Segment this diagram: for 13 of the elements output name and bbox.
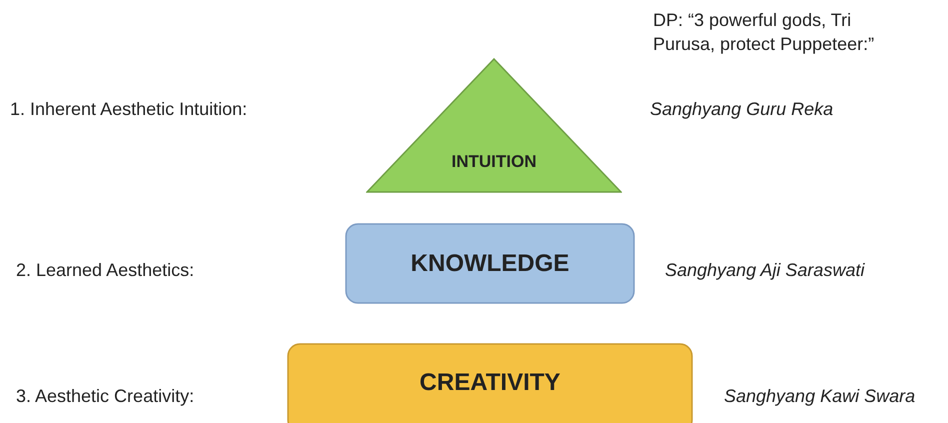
layer-title: KNOWLEDGE xyxy=(410,250,570,278)
layer-title: CREATIVITY xyxy=(420,369,560,397)
level-label: 3. Aesthetic Creativity: xyxy=(16,385,194,408)
deity-name: Sanghyang Kawi Swara xyxy=(724,385,916,408)
layer-title: INTUITION xyxy=(452,152,536,172)
rounded-layer-box xyxy=(287,343,693,423)
rounded-layer-box xyxy=(345,223,635,304)
level-label: 2. Learned Aesthetics: xyxy=(16,259,194,282)
note-text: DP: “3 powerful gods, Tri Purusa, protect Puppeteer:” xyxy=(653,9,876,56)
deity-name: Sanghyang Guru Reka xyxy=(650,98,834,121)
level-label: 1. Inherent Aesthetic Intuition: xyxy=(10,98,248,121)
deity-name: Sanghyang Aji Saraswati xyxy=(665,259,864,282)
triangle-layer xyxy=(366,58,622,193)
